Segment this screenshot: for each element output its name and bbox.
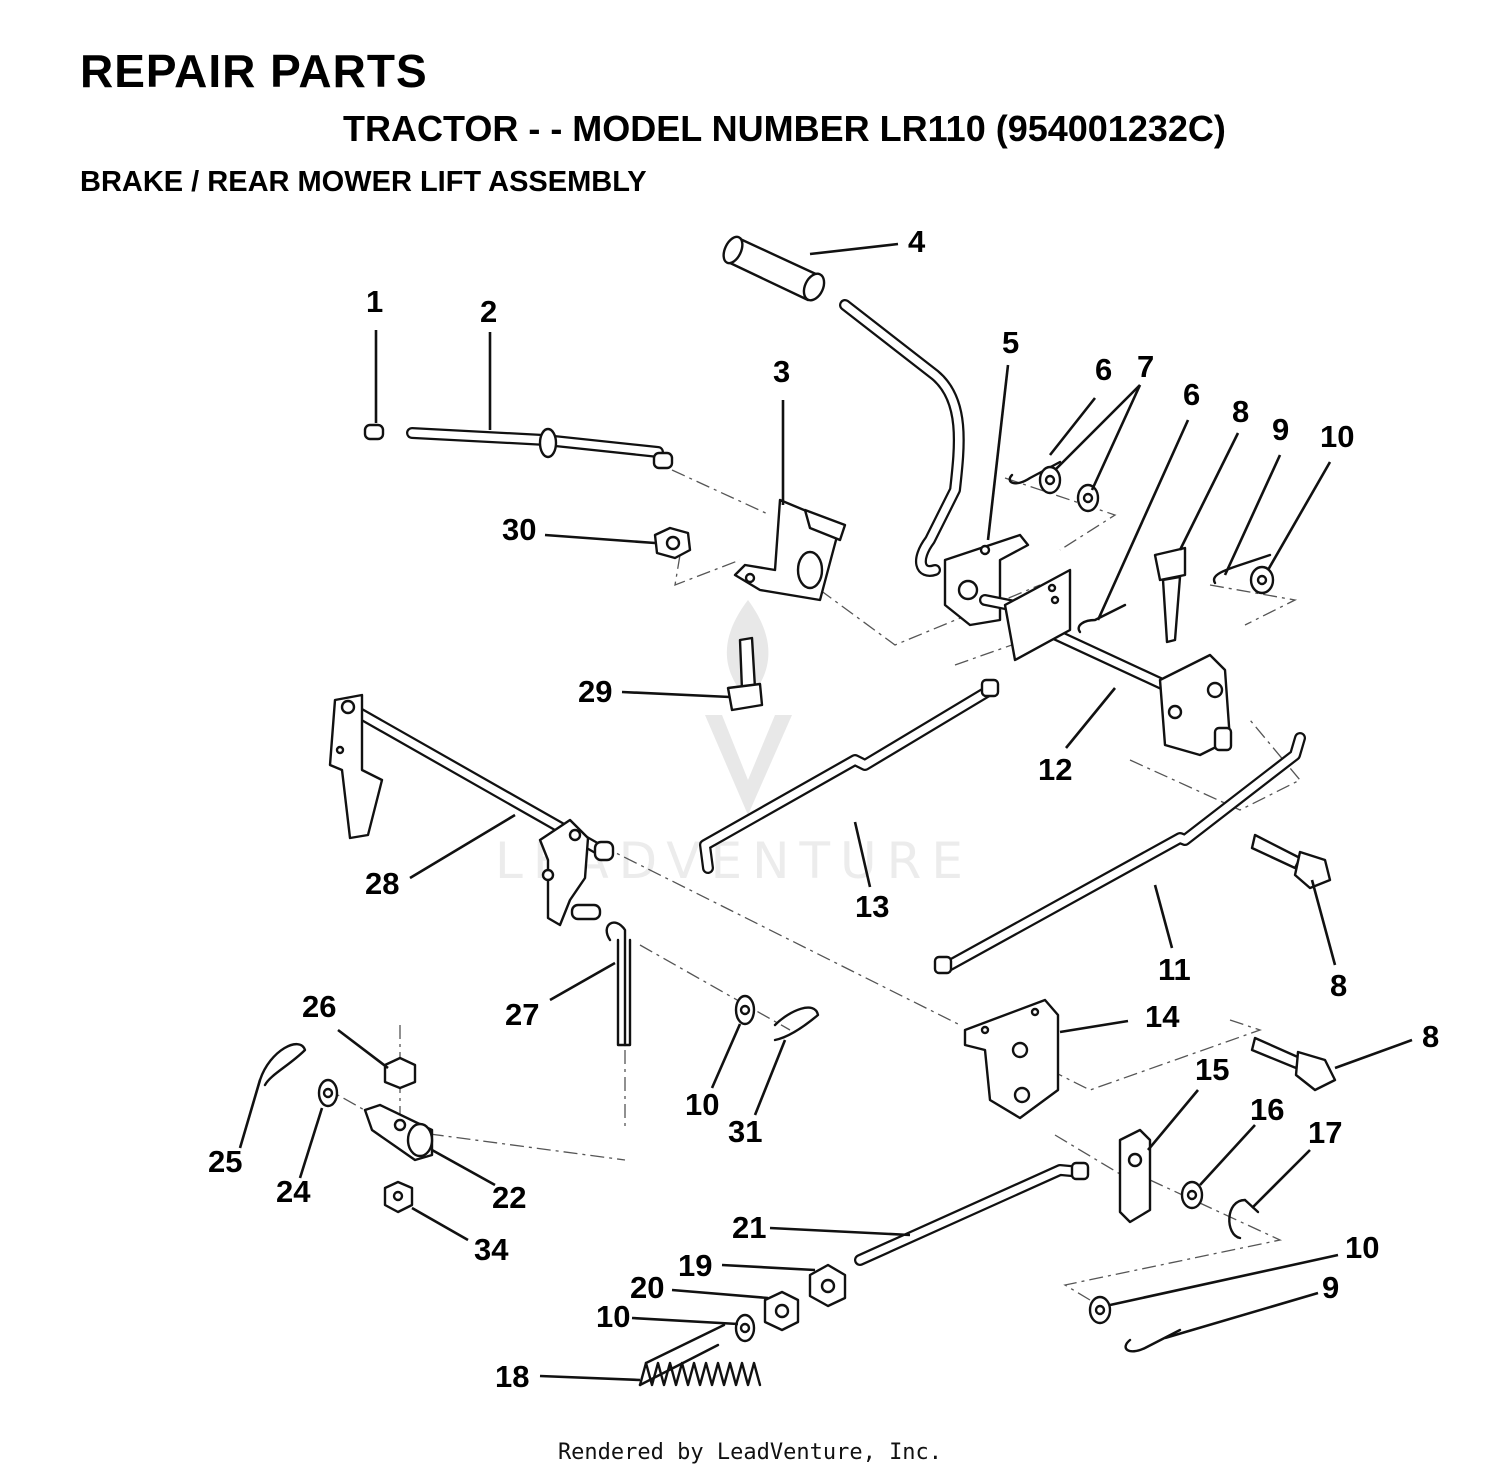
part-30-nut [653,526,692,560]
callout-7: 7 [1137,349,1154,384]
part-1-pin [363,423,385,441]
part-5-lift-lever [839,299,1030,627]
callout-20: 20 [630,1270,664,1305]
part-7-washers [1038,465,1100,513]
callout-11: 11 [1158,952,1191,987]
callout-12: 12 [1038,752,1072,787]
page-title: REPAIR PARTS [80,45,428,97]
part-21-threaded-rod [854,1161,1090,1266]
callout-34: 34 [474,1232,509,1267]
callout-30: 30 [502,512,536,547]
part-29-bolt [726,636,764,712]
part-28-lift-shaft [328,693,615,927]
part-14-bracket [963,998,1060,1120]
callout-17: 17 [1308,1115,1342,1150]
part-24-washer [317,1078,339,1108]
part-18-spring [638,1323,762,1387]
callout-9: 9 [1272,412,1289,447]
callout-28: 28 [365,866,399,901]
part-8-bolt-lower [1250,1036,1337,1092]
callout-10c: 10 [1345,1230,1379,1265]
callout-25: 25 [208,1144,242,1179]
part-34-lock-nut [383,1180,414,1214]
callout-6: 6 [1095,352,1112,387]
callout-8c: 8 [1422,1019,1439,1054]
callout-31: 31 [728,1114,762,1149]
callout-26: 26 [302,989,336,1024]
part-4-handle-grip [722,235,826,302]
part-2-brake-rod [406,427,674,470]
part-8-bolt-upper [1153,546,1187,644]
part-31-hairpin [773,1006,820,1042]
callout-10b: 10 [685,1087,719,1122]
part-17-clip [1228,1198,1260,1240]
part-10-washer-upper [1249,565,1275,595]
render-credit: Rendered by LeadVenture, Inc. [557,1440,943,1465]
callout-10d: 10 [596,1299,630,1334]
part-9-cotter-pin-upper [1212,553,1272,585]
part-27-eye-bolt [605,921,632,1047]
part-10-washer-lower [734,1313,756,1343]
callout-14: 14 [1145,999,1180,1034]
part-25-hairpin [258,1043,307,1087]
callout-9b: 9 [1322,1270,1339,1305]
callout-16: 16 [1250,1092,1284,1127]
callout-5: 5 [1002,325,1019,360]
part-6-cotter-pin-lower [1077,603,1127,634]
callout-21: 21 [732,1210,766,1245]
callout-8b: 8 [1330,968,1347,1003]
callout-3: 3 [773,354,790,389]
callout-29: 29 [578,674,612,709]
leader-lines [238,242,1413,1382]
callout-6b: 6 [1183,377,1200,412]
callout-8: 8 [1232,394,1249,429]
part-6-cotter-pin-upper [1008,460,1062,485]
callout-22: 22 [492,1180,526,1215]
model-subtitle: TRACTOR - - MODEL NUMBER LR110 (95400123… [343,108,1226,149]
part-22-trunnion [363,1103,434,1162]
part-8-bolt-middle [1250,833,1332,890]
callout-13: 13 [855,889,889,924]
part-15-plate [1118,1128,1152,1224]
callout-1: 1 [366,284,383,319]
callout-2: 2 [480,294,497,329]
part-10-washer-middle [734,994,756,1026]
callout-18: 18 [495,1359,529,1394]
callout-15: 15 [1195,1052,1229,1087]
part-16-washer [1180,1180,1204,1210]
part-10-washer-right [1088,1295,1112,1325]
callout-4: 4 [908,224,926,259]
part-19-nut [808,1263,847,1308]
part-12-shaft [979,568,1233,757]
callout-10: 10 [1320,419,1354,454]
callout-27: 27 [505,997,539,1032]
part-20-nut [763,1290,800,1332]
part-3-bracket [733,498,847,602]
part-9-cotter-pin-lower [1124,1328,1182,1353]
part-26-nut [383,1056,417,1090]
callout-24: 24 [276,1174,311,1209]
callout-labels: 1 2 3 4 5 6 7 6 8 9 10 30 29 12 28 13 11… [208,224,1439,1394]
part-13-lift-link [699,678,1000,874]
part-11-lift-link [933,732,1306,975]
section-heading: BRAKE / REAR MOWER LIFT ASSEMBLY [80,166,647,198]
callout-19: 19 [678,1248,712,1283]
